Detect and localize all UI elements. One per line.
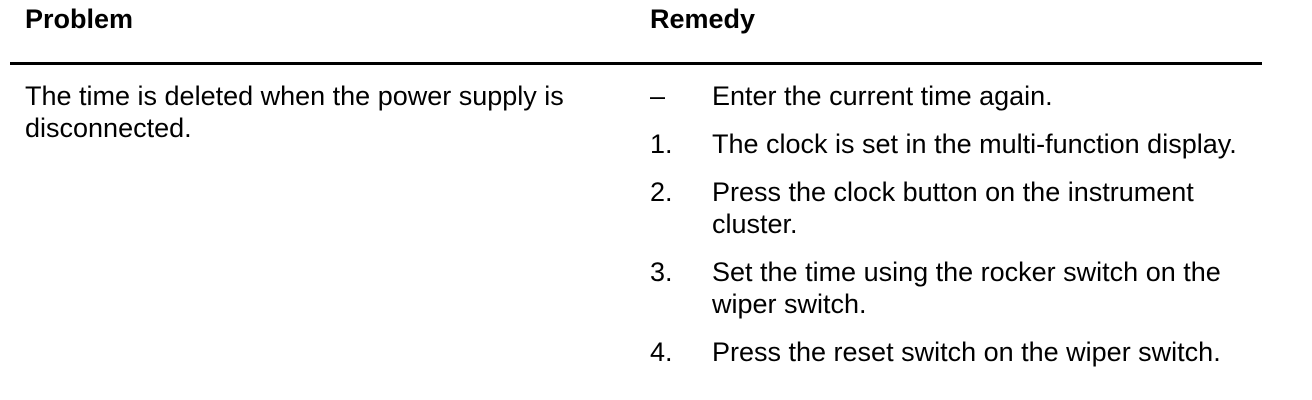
list-item: 3. Set the time using the rocker switch … [650,256,1265,320]
list-marker: – [650,81,666,111]
list-item-text: Set the time using the rocker switch on … [712,257,1221,319]
list-marker: 4. [650,337,673,367]
list-marker: 3. [650,257,673,287]
table-header-row: Problem Remedy [0,3,1312,35]
list-marker: 1. [650,129,673,159]
list-item: 4. Press the reset switch on the wiper s… [650,336,1265,368]
remedy-cell: – Enter the current time again. 1. The c… [650,80,1265,368]
list-marker: 2. [650,177,673,207]
header-divider-line [10,62,1262,65]
list-item-text: Press the clock button on the instrument… [712,177,1194,239]
list-item-text: Press the reset switch on the wiper swit… [712,337,1221,367]
table-row: The time is deleted when the power suppl… [0,80,1265,368]
list-item-text: The clock is set in the multi-function d… [712,129,1237,159]
list-item: – Enter the current time again. [650,80,1265,112]
column-header-remedy: Remedy [650,4,756,34]
list-item: 1. The clock is set in the multi-functio… [650,128,1265,160]
column-header-problem: Problem [25,4,134,34]
list-item-text: Enter the current time again. [712,81,1053,111]
problem-cell: The time is deleted when the power suppl… [25,81,564,143]
list-item: 2. Press the clock button on the instrum… [650,176,1265,240]
